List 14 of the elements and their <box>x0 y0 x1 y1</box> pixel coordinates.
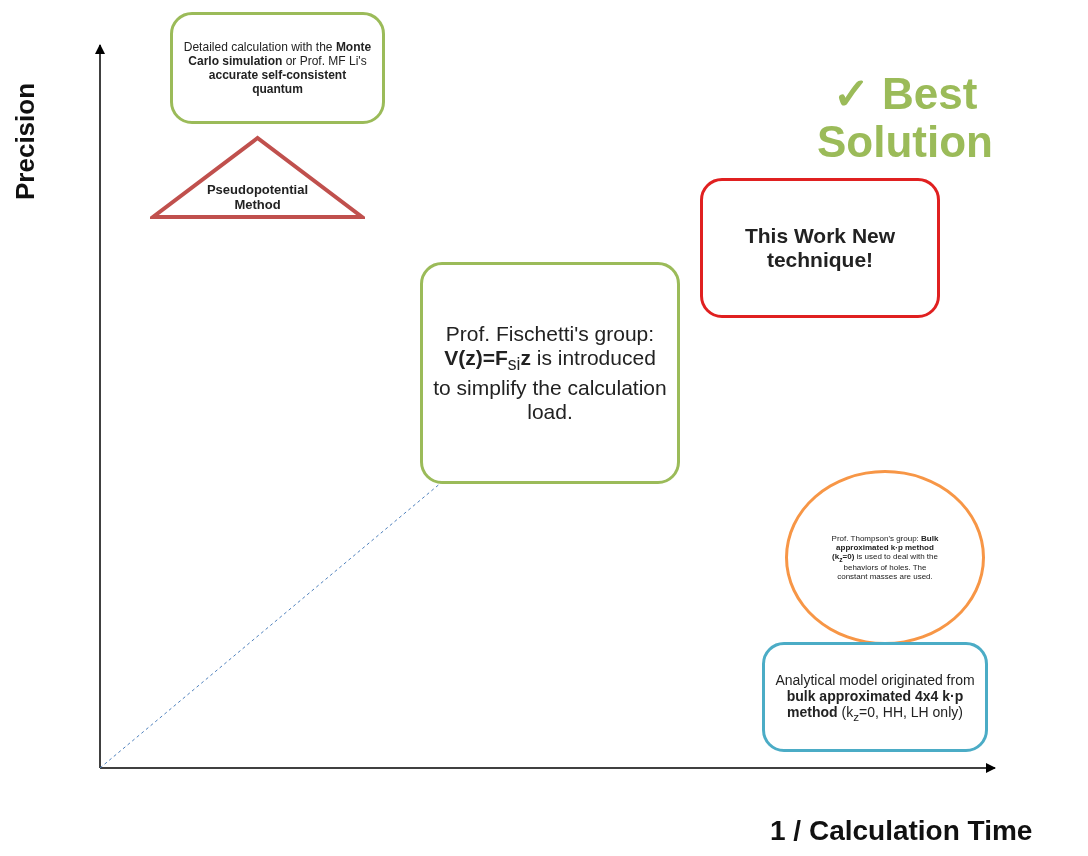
axis-title: Precision <box>10 82 41 200</box>
node-text: Prof. Thompson's group: Bulk approximated k·p method (k$_{z}$=0) is used to deal with the behaviors of holes. The constant masses are used. <box>830 534 940 581</box>
axis-title: 1 / Calculation Time <box>770 815 1033 847</box>
highlight-box <box>700 178 940 318</box>
node-text: Analytical model originated from bulk approximated 4x4 k·p method (k$_{z}$=0, HH, LH only) <box>775 671 975 723</box>
method-box <box>420 262 680 484</box>
node-text: Detailed calculation with the Monte Carlo simulation or Prof. MF Li's accurate self-consistent quantum <box>183 40 372 96</box>
node-text: Pseudopotential Method <box>206 182 309 212</box>
method-triangle <box>150 135 365 220</box>
annotation-text: ✓ Best Solution <box>816 70 994 167</box>
method-box <box>762 642 988 752</box>
node-text: This Work New technique! <box>743 224 897 272</box>
node-text: Prof. Fischetti's group: V(z)=F$_{si}$z is introduced to simplify the calculation load. <box>433 322 667 424</box>
method-box <box>170 12 385 124</box>
